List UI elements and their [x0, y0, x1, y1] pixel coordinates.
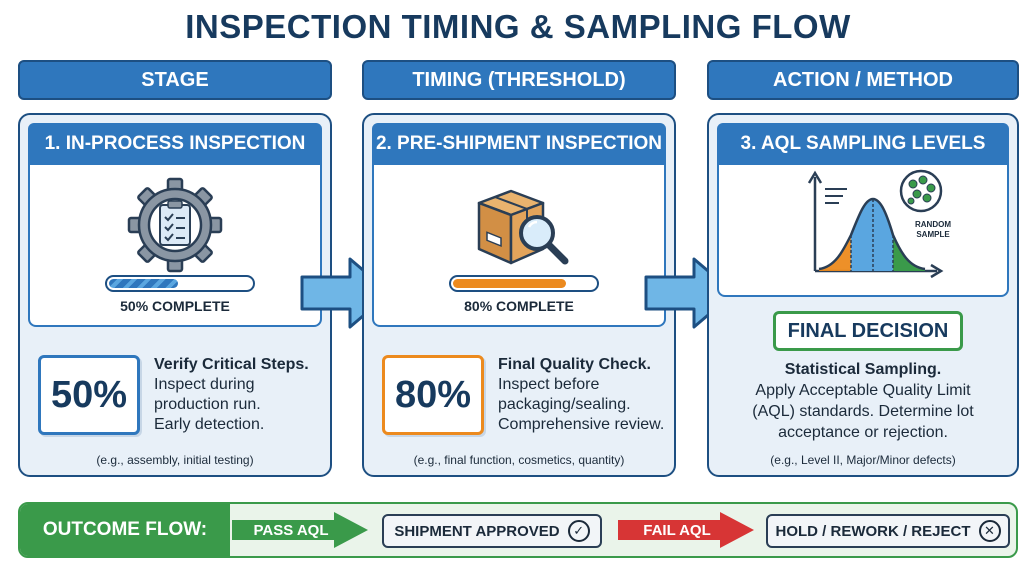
- outcome-flow-label: OUTCOME FLOW:: [20, 504, 230, 556]
- description-line: acceptance or rejection.: [778, 424, 948, 441]
- example-text: (e.g., assembly, initial testing): [96, 453, 254, 467]
- percent-box: 50%: [38, 355, 140, 435]
- progress-bar: [105, 275, 255, 292]
- panel-pre-shipment: 2. PRE-SHIPMENT INSPECTION 80% COMPLETE …: [362, 113, 676, 477]
- page-title: INSPECTION TIMING & SAMPLING FLOW: [185, 8, 851, 45]
- description-line: (AQL) standards. Determine lot: [752, 403, 974, 420]
- fail-aql-arrow: FAIL AQL: [616, 512, 756, 548]
- panel-title: 3. AQL SAMPLING LEVELS: [717, 123, 1009, 165]
- example-text: (e.g., final function, cosmetics, quanti…: [413, 453, 625, 467]
- gear-checklist-icon: [127, 177, 223, 273]
- close-circle-icon: ✕: [978, 520, 1001, 542]
- panel-illustration: 80% COMPLETE: [372, 165, 666, 327]
- final-decision-badge: FINAL DECISION: [773, 311, 963, 351]
- description-line: Inspect during: [154, 376, 255, 393]
- column-header-action: ACTION / METHOD: [707, 60, 1019, 100]
- random-sample-label: SAMPLE: [916, 230, 950, 239]
- shipment-approved-box: SHIPMENT APPROVED ✓: [382, 514, 602, 548]
- description-heading: Final Quality Check.: [498, 356, 651, 373]
- progress-fill: [453, 279, 566, 288]
- panel-illustration: 50% COMPLETE: [28, 165, 322, 327]
- description-line: Early detection.: [154, 416, 265, 433]
- box-magnifier-icon: [477, 189, 569, 265]
- progress-label: 50% COMPLETE: [120, 298, 230, 314]
- description-line: packaging/sealing.: [498, 396, 631, 413]
- column-header-stage: STAGE: [18, 60, 332, 100]
- pass-aql-arrow: PASS AQL: [230, 512, 370, 548]
- fail-aql-label: FAIL AQL: [643, 521, 711, 539]
- progress-bar: [449, 275, 599, 292]
- description-heading: Statistical Sampling.: [784, 361, 942, 378]
- description-line: Comprehensive review.: [498, 416, 665, 433]
- panel-in-process: 1. IN-PROCESS INSPECTION: [18, 113, 332, 477]
- panel-title: 2. PRE-SHIPMENT INSPECTION: [372, 123, 666, 165]
- column-header-timing: TIMING (THRESHOLD): [362, 60, 676, 100]
- description-heading: Verify Critical Steps.: [154, 356, 309, 373]
- description-line: Inspect before: [498, 376, 600, 393]
- hold-rework-reject-text: HOLD / REWORK / REJECT: [775, 522, 971, 540]
- progress-fill: [109, 279, 178, 288]
- random-sample-label: RANDOM: [915, 220, 951, 229]
- description-line: Apply Acceptable Quality Limit: [755, 382, 971, 399]
- progress-label: 80% COMPLETE: [464, 298, 574, 314]
- description-line: production run.: [154, 396, 261, 413]
- panel-illustration: RANDOM SAMPLE: [717, 165, 1009, 297]
- example-text: (e.g., Level II, Major/Minor defects): [770, 453, 956, 467]
- panel-aql-sampling: 3. AQL SAMPLING LEVELS: [707, 113, 1019, 477]
- outcome-flow: OUTCOME FLOW: PASS AQL SHIPMENT APPROVED…: [18, 502, 1018, 558]
- description: Final Quality Check. Inspect before pack…: [498, 355, 678, 435]
- shipment-approved-text: SHIPMENT APPROVED: [394, 522, 560, 540]
- percent-box: 80%: [382, 355, 484, 435]
- check-circle-icon: ✓: [567, 520, 590, 542]
- bell-curve-icon: RANDOM SAMPLE: [807, 169, 951, 279]
- description: Verify Critical Steps. Inspect during pr…: [154, 355, 334, 435]
- description: Statistical Sampling. Apply Acceptable Q…: [719, 359, 1007, 443]
- hold-rework-reject-box: HOLD / REWORK / REJECT ✕: [766, 514, 1010, 548]
- pass-aql-label: PASS AQL: [253, 521, 329, 539]
- panel-title: 1. IN-PROCESS INSPECTION: [28, 123, 322, 165]
